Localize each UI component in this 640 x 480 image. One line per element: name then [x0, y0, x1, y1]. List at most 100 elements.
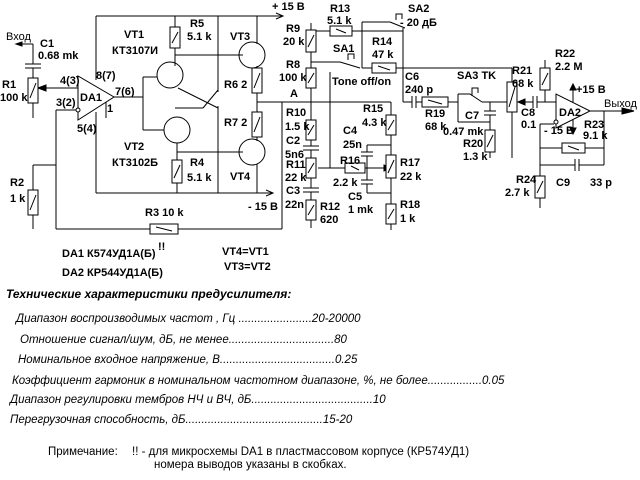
component-label: R17: [400, 157, 420, 169]
spec-item: Отношение сигнал/шум, дБ, не менее......…: [20, 334, 347, 346]
component-label: 47 k: [372, 49, 394, 61]
component-label: - 15 В: [248, 201, 278, 213]
component-label: 240 p: [405, 84, 433, 96]
component-label: КТ3107И: [112, 45, 158, 57]
component-label: C5: [348, 191, 362, 203]
resistor: [534, 175, 546, 199]
component-label: C9: [556, 177, 570, 189]
component-label: R15: [363, 103, 383, 115]
component-label: Выход: [604, 98, 637, 110]
component-label: VT3: [230, 31, 250, 43]
component-label: 1 k: [400, 213, 416, 225]
component-label: 5.1 k: [187, 31, 212, 43]
component-label: 4(3): [60, 75, 80, 87]
resistor: [329, 25, 353, 37]
specs-title: Технические характеристики предусилителя…: [6, 287, 292, 301]
resistor: [169, 26, 181, 49]
resistor: [27, 189, 39, 216]
component-label: R16: [340, 155, 360, 167]
component-label: 33 p: [590, 177, 612, 189]
component-label: 0.47 mk: [443, 126, 484, 138]
component-label: C4: [343, 125, 358, 137]
component-label: 1 mk: [348, 204, 374, 216]
component-label: 1 k: [10, 193, 26, 205]
component-label: 1.3 k: [463, 151, 488, 163]
component-label: Вход: [6, 31, 31, 43]
resistor: [305, 119, 317, 141]
component-label: 7(6): [115, 86, 135, 98]
component-label: + 15 В: [272, 1, 305, 13]
resistor: [27, 77, 39, 104]
component-label: R13: [330, 3, 350, 15]
note-label: Примечание:: [48, 446, 118, 458]
component-label: 620: [320, 214, 338, 226]
note-line-2: номера выводов указаны в скобках.: [154, 459, 347, 471]
component-label: R6 2: [224, 79, 247, 91]
resistor: [305, 29, 317, 53]
component-label: 22n: [285, 199, 304, 211]
component-label: R1: [2, 79, 16, 91]
component-label: C8: [521, 107, 535, 119]
component-label: 3(2): [56, 97, 76, 109]
component-label: A: [290, 88, 298, 100]
component-label: 4.3 k: [362, 117, 387, 129]
component-label: R9: [286, 23, 300, 35]
resistor: [305, 157, 317, 179]
component-label: VT2: [124, 141, 144, 153]
resistor: [484, 129, 496, 153]
component-label: 100 k: [279, 72, 307, 84]
component-label: DA1: [80, 92, 102, 104]
component-label: R22: [555, 48, 575, 60]
component-label: 2.2 M: [555, 61, 583, 73]
component-label: R24: [516, 174, 537, 186]
component-label: 20 k: [283, 36, 305, 48]
component-label: 5.1 k: [187, 172, 212, 184]
component-label: DA2 КР544УД1А(Б): [62, 267, 163, 279]
component-label: R21: [512, 65, 532, 77]
resistor: [371, 62, 397, 74]
resistor: [251, 67, 263, 94]
resistor: [539, 67, 551, 91]
component-label: R18: [400, 199, 420, 211]
note-line-1: !! - для микросхемы DA1 в пластмассовом …: [132, 446, 470, 458]
component-label: 22 k: [400, 171, 422, 183]
component-label: C3: [286, 185, 300, 197]
component-label: SA1: [333, 43, 354, 55]
component-label: SA3 TK: [457, 70, 496, 82]
component-label: 8(7): [96, 70, 116, 82]
component-label: 25n: [343, 139, 362, 151]
component-label: R23: [584, 119, 604, 131]
resistor: [251, 111, 263, 138]
component-label: 100 k: [0, 92, 28, 104]
resistor: [305, 199, 317, 221]
resistor: [385, 114, 397, 136]
component-label: VT3=VT2: [224, 261, 271, 273]
resistor: [385, 203, 397, 225]
resistor: [305, 67, 317, 89]
component-label: 1: [107, 103, 113, 115]
component-label: - 20 дБ: [400, 17, 437, 29]
component-label: R4: [190, 157, 205, 169]
spec-item: Диапазон регулировки тембров НЧ и ВЧ, дБ…: [10, 394, 386, 406]
resistor: [385, 154, 397, 179]
component-label: 9.1 k: [583, 130, 608, 142]
component-label: !!: [158, 241, 165, 253]
spec-item: Номинальное входное напряжение, В.......…: [18, 354, 358, 366]
component-label: R8: [286, 59, 300, 71]
component-label: 5n6: [285, 149, 304, 161]
resistor: [421, 96, 449, 108]
component-label: +15 В: [576, 84, 606, 96]
wires: [14, 12, 635, 230]
resistor: [506, 81, 518, 113]
spec-item: Диапазон воспроизводимых частот , Гц ...…: [16, 313, 361, 325]
component-label: 68 k: [425, 121, 447, 133]
component-label: 2.7 k: [505, 187, 530, 199]
component-label: VT4=VT1: [222, 246, 269, 258]
component-label: C7: [465, 110, 479, 122]
component-label: DA1 К574УД1А(Б): [62, 248, 156, 260]
component-label: R12: [320, 201, 340, 213]
resistor: [344, 162, 366, 174]
resistor: [171, 159, 183, 184]
